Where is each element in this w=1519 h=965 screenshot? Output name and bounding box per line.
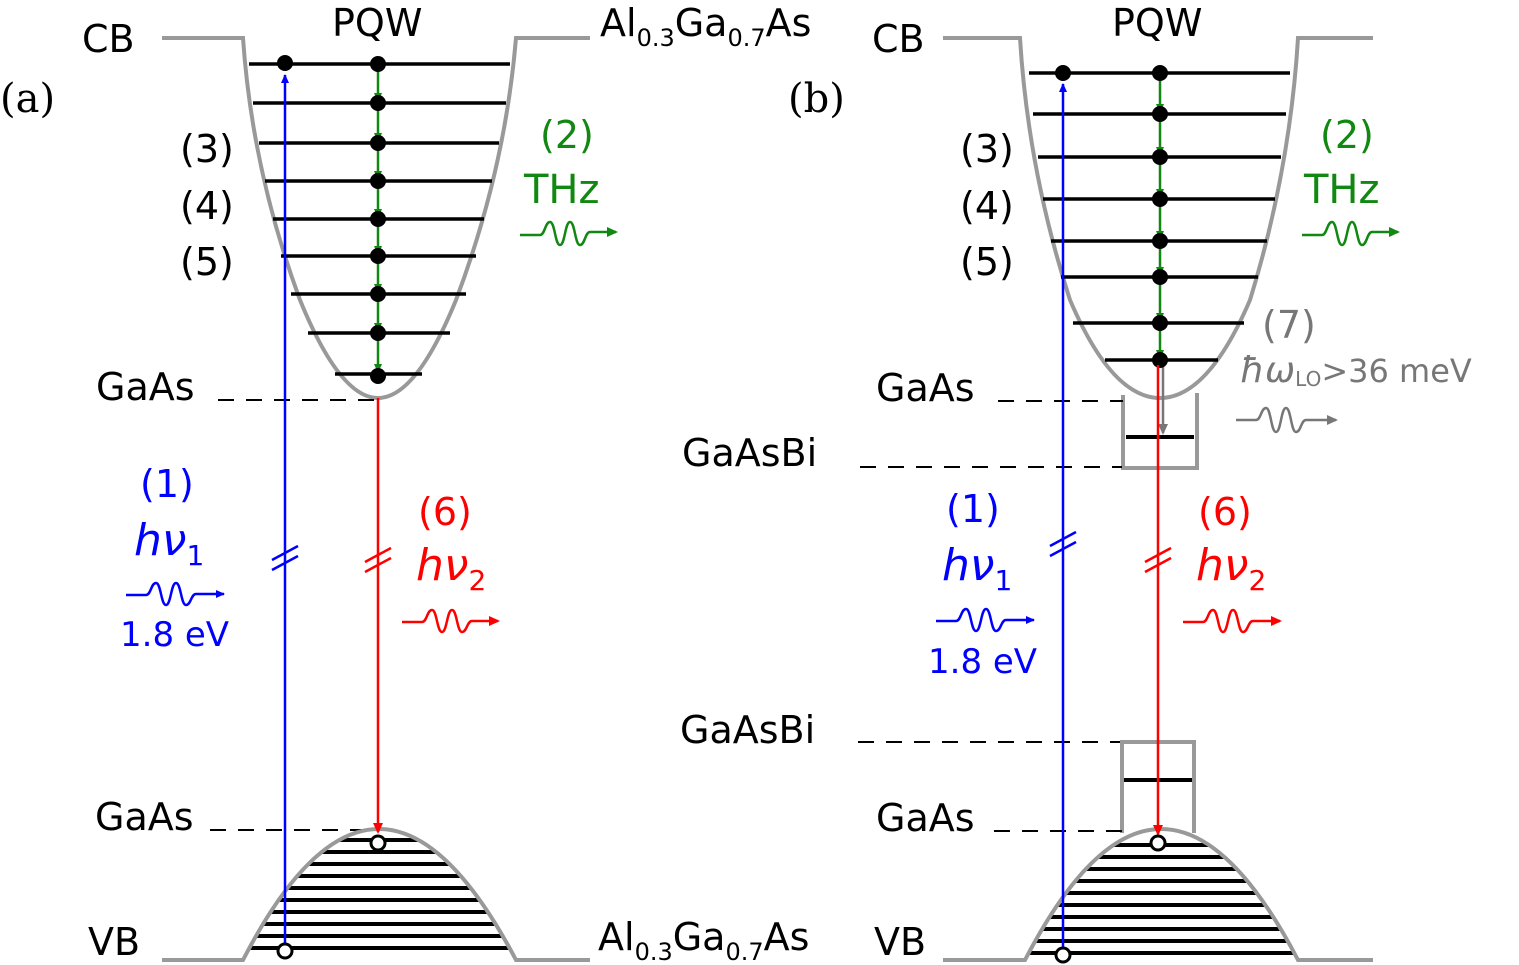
step-4-label: (4): [960, 184, 1014, 228]
hole-dot: [369, 834, 387, 852]
panel-b: (b) CB VB PQW GaAs GaAsBi GaAsBi GaAs (3…: [680, 1, 1472, 964]
emission-photon-label: hν2: [1196, 540, 1266, 597]
pump-photon-label: hν1: [942, 540, 1012, 597]
gaas-cb-label: GaAs: [876, 366, 975, 410]
cb-label: CB: [82, 17, 135, 61]
panel-label: (b): [788, 76, 845, 122]
cb-label: CB: [872, 17, 925, 61]
hole-dot: [1149, 834, 1167, 852]
emission-photon-icon: [402, 608, 500, 634]
panel-a: (a) CB VB PQW Al0.3Ga0.7As Al0.3Ga0.7As …: [0, 1, 811, 965]
emission-photon-icon: [1183, 608, 1282, 634]
step-3-label: (3): [180, 127, 234, 171]
emission-break: [1144, 546, 1172, 574]
pump-photon-icon: [936, 607, 1035, 633]
pump-break: [1049, 530, 1077, 558]
pqw-label: PQW: [332, 1, 422, 45]
thz-label: THz: [1303, 167, 1380, 213]
thz-step-label: (2): [1320, 113, 1374, 157]
panel-label: (a): [0, 76, 55, 122]
pqw-label: PQW: [1112, 1, 1202, 45]
pump-energy-label: 1.8 eV: [928, 642, 1037, 682]
emission-photon-label: hν2: [416, 540, 486, 597]
gaas-vb-label: GaAs: [876, 796, 975, 840]
step-3-label: (3): [960, 127, 1014, 171]
pump-break: [271, 544, 299, 572]
vb-label: VB: [874, 920, 926, 964]
step-5-label: (5): [180, 240, 234, 284]
lo-phonon-label: ħωLO>36 meV: [1240, 350, 1472, 391]
vb-label: VB: [88, 920, 140, 964]
emission-break: [364, 546, 392, 574]
pump-photon-label: hν1: [134, 515, 204, 572]
barrier-top-label: Al0.3Ga0.7As: [600, 1, 811, 52]
conduction-band-well: [943, 36, 1373, 401]
thz-photon-icon: [520, 220, 618, 247]
emission-step-label: (6): [1198, 490, 1252, 534]
pump-step-label: (1): [946, 487, 1000, 531]
hole-dot: [276, 942, 294, 960]
barrier-bottom-label: Al0.3Ga0.7As: [598, 915, 809, 965]
step-4-label: (4): [180, 184, 234, 228]
hole-dot: [1054, 946, 1072, 964]
pump-photon-icon: [126, 581, 225, 607]
lo-phonon-icon: [1236, 406, 1338, 434]
thz-step-label: (2): [540, 113, 594, 157]
pump-energy-label: 1.8 eV: [120, 615, 229, 655]
gaas-cb-label: GaAs: [96, 365, 195, 409]
thz-photon-icon: [1302, 220, 1400, 247]
electron-dots: [1055, 65, 1168, 368]
gaasbi-cb-well: [1121, 393, 1199, 470]
lo-step-label: (7): [1262, 303, 1316, 347]
gaas-vb-label: GaAs: [95, 795, 194, 839]
emission-step-label: (6): [418, 490, 472, 534]
step-5-label: (5): [960, 240, 1014, 284]
gaasbi-vb-label: GaAsBi: [680, 708, 815, 752]
gaasbi-cb-label: GaAsBi: [682, 431, 817, 475]
electron-dots: [277, 55, 386, 384]
pump-step-label: (1): [140, 462, 194, 506]
thz-label: THz: [523, 167, 600, 213]
